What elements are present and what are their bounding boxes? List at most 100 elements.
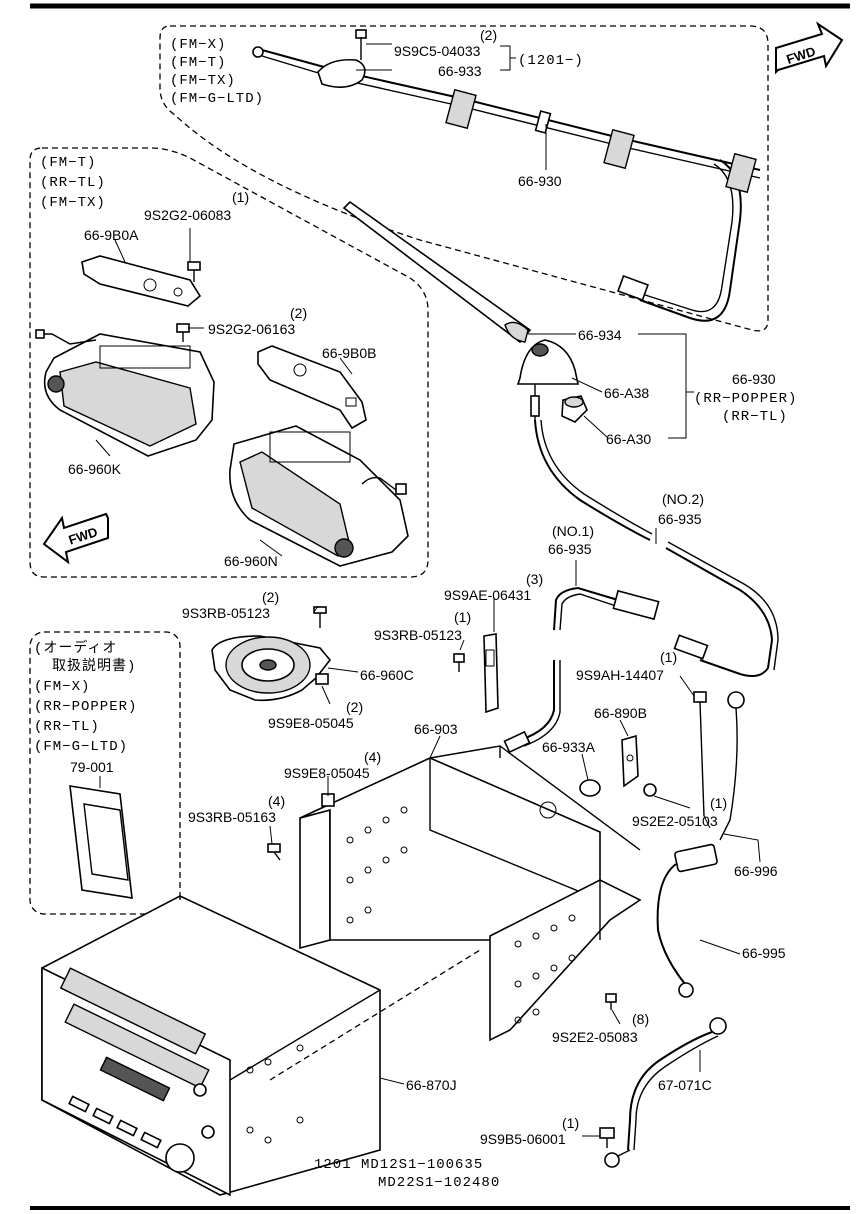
- grommet-933a: [579, 779, 601, 797]
- model-code: (RR−POPPER): [694, 391, 797, 407]
- part-number-label: 9S9E8-05045: [268, 715, 354, 731]
- part-number-label: 9S9C5-04033: [394, 43, 481, 59]
- part-number-label: 9S2G2-06083: [144, 207, 231, 223]
- head-unit-holes: [246, 1044, 304, 1144]
- part-number-label: 9S3RB-05163: [188, 809, 276, 825]
- leader-lines: [95, 43, 761, 1137]
- screw-icon: [313, 606, 327, 628]
- cable-clip: [483, 633, 499, 714]
- install-guide-line: [269, 949, 481, 1081]
- part-number-label: 66-960C: [360, 667, 414, 683]
- antenna-cable-no1: [503, 586, 660, 754]
- speaker-group-box: [29, 147, 429, 578]
- part-number-label: 9S9B5-06001: [480, 1131, 566, 1147]
- part-number-label: 66-960N: [224, 553, 278, 569]
- fwd-arrow-icon: FWD: [775, 21, 844, 75]
- serial-footer: 1201 MD12S1−100635 MD22S1−102480: [314, 1157, 499, 1191]
- part-number-label: 66-9B0B: [322, 345, 376, 361]
- qty-label: (2): [290, 305, 307, 321]
- screw-icon: [453, 653, 465, 672]
- fwd-label: FWD: [67, 524, 100, 547]
- qty-label: (8): [632, 1011, 649, 1027]
- qty-label: (4): [268, 793, 285, 809]
- feeder-cable: [534, 419, 779, 677]
- model-code: (FM−TX): [40, 195, 106, 211]
- qty-label: (NO.1): [552, 523, 594, 539]
- screw-icon: [605, 993, 617, 1010]
- part-number-label: 66-933A: [542, 739, 596, 755]
- antenna-base: [516, 339, 579, 420]
- model-code: 取扱説明書): [52, 658, 136, 675]
- part-number-label: 66-960K: [68, 461, 122, 477]
- model-code: (FM−TX): [170, 73, 236, 89]
- screw-icon: [176, 323, 190, 342]
- bolt-icon: [643, 783, 657, 797]
- mounting-cage: [299, 745, 642, 1042]
- antenna-models-note: (FM−X) (FM−T) (FM−TX) (FM−G−LTD): [170, 37, 264, 107]
- model-code: (RR−TL): [34, 719, 100, 735]
- speaker-box-left: [35, 329, 215, 457]
- speaker-bracket-a: [81, 255, 202, 307]
- fwd-arrow-icon: FWD: [42, 512, 109, 565]
- cage-holes: [346, 801, 576, 1024]
- part-number-label: 9S3RB-05123: [374, 627, 462, 643]
- qty-label: (1): [454, 609, 471, 625]
- part-number-label: 9S9E8-05045: [284, 765, 370, 781]
- part-number-label: 9S9AE-06431: [444, 587, 531, 603]
- model-code: (FM−X): [170, 37, 226, 53]
- part-number-label: 67-071C: [658, 1077, 712, 1093]
- qty-label: (1): [562, 1115, 579, 1131]
- head-unit-buttons: [68, 1083, 215, 1173]
- owners-manual-icon: [69, 785, 133, 899]
- part-number-label: 66-9B0A: [84, 227, 139, 243]
- serial-range-label: (1201−): [518, 53, 584, 69]
- model-code: (RR−POPPER): [34, 699, 137, 715]
- screw-icon: [187, 261, 201, 282]
- speaker-models-note: (FM−T) (RR−TL) (FM−TX): [40, 155, 106, 211]
- clip-nut-icon: [315, 673, 329, 685]
- qty-label: (1): [710, 795, 727, 811]
- antenna-nut: [561, 395, 588, 423]
- ground-wire-996: [656, 691, 745, 998]
- bolt-icon: [599, 1127, 615, 1148]
- mount-bracket-890b: [621, 734, 639, 788]
- model-code: (FM−X): [34, 679, 90, 695]
- part-number-label: 66-995: [742, 945, 786, 961]
- model-code: (FM−T): [170, 55, 226, 71]
- model-code: (RR−TL): [722, 409, 788, 425]
- qty-label: (1): [660, 649, 677, 665]
- model-code: (オーディオ: [34, 639, 117, 657]
- audio-head-unit: [41, 895, 381, 1197]
- base-antenna-models-note: (RR−POPPER) (RR−TL): [694, 391, 797, 425]
- part-number-label: 79-001: [70, 759, 114, 775]
- part-number-label: 66-933: [438, 63, 482, 79]
- qty-label: (2): [346, 699, 363, 715]
- model-code: (FM−T): [40, 155, 96, 171]
- pole-antenna: [342, 200, 532, 344]
- part-number-label: 66-934: [578, 327, 622, 343]
- part-number-label: 9S9AH-14407: [576, 667, 664, 683]
- qty-label: (4): [364, 749, 381, 765]
- serial-line-1: 1201 MD12S1−100635: [314, 1157, 483, 1173]
- model-code: (RR−TL): [40, 175, 106, 191]
- small-speaker: [211, 635, 332, 702]
- part-number-label: 9S2E2-05103: [632, 813, 718, 829]
- model-code: (FM−G−LTD): [170, 91, 264, 107]
- screw-icon: [267, 843, 281, 861]
- qty-label: (2): [262, 589, 279, 605]
- part-number-label: 66-903: [414, 721, 458, 737]
- part-number-label: 66-A38: [604, 385, 649, 401]
- ground-wire-071c: [604, 1017, 727, 1168]
- part-number-label: 66-930: [518, 173, 562, 189]
- part-number-label: 9S3RB-05123: [182, 605, 270, 621]
- qty-label: (3): [526, 571, 543, 587]
- speaker-box-right: [229, 425, 409, 567]
- manual-models-note: (オーディオ 取扱説明書) (FM−X) (RR−POPPER) (RR−TL)…: [34, 639, 137, 755]
- antenna-group-box: [159, 25, 769, 332]
- qty-label: (1): [232, 189, 249, 205]
- qty-label: (NO.2): [662, 491, 704, 507]
- screw-icon: [355, 29, 367, 60]
- part-number-label: 66-890B: [594, 705, 647, 721]
- part-number-label: 66-935: [548, 541, 592, 557]
- part-number-label: 66-A30: [606, 431, 651, 447]
